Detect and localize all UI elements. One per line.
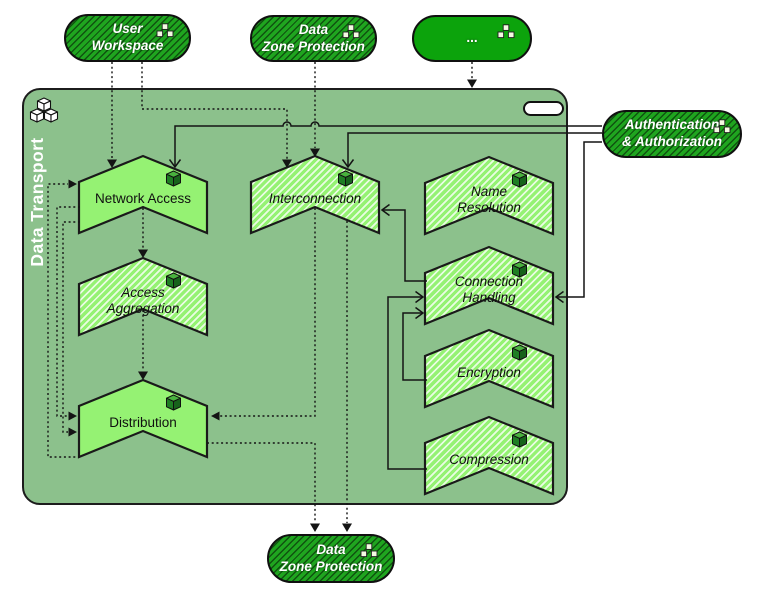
cubes-cluster-icon [29, 97, 59, 123]
cubes-cluster-icon [342, 24, 360, 39]
component-label: Encryption [457, 364, 521, 380]
cubes-cluster-icon [360, 543, 378, 558]
node-label: Zone Protection [262, 38, 365, 54]
node-label: User [112, 21, 143, 37]
node-ellipsis[interactable]: ... [412, 15, 532, 62]
cubes-cluster-icon [713, 119, 731, 134]
component-label: Compression [449, 451, 529, 467]
component-distribution[interactable]: Distribution [77, 378, 209, 459]
cubes-cluster-icon [156, 23, 174, 38]
cubes-cluster-icon [497, 24, 515, 39]
container-slot [523, 101, 564, 116]
node-user-workspace[interactable]: User Workspace [64, 14, 191, 62]
cube-icon [166, 170, 181, 187]
cube-icon [512, 344, 527, 361]
node-label: Data [298, 21, 329, 37]
node-label: ... [466, 30, 478, 46]
cube-icon [166, 272, 181, 289]
node-label: Zone Protection [279, 558, 383, 574]
flow-ellipsis-to-container [467, 62, 477, 88]
component-interconnection[interactable]: Interconnection [249, 154, 381, 235]
node-label: Data [316, 541, 346, 557]
chevron-outline [423, 415, 555, 496]
node-label: & Authorization [622, 134, 722, 149]
component-network-access[interactable]: Network Access [77, 154, 209, 235]
node-label: Authentication [624, 117, 720, 133]
component-label: Interconnection [268, 190, 362, 206]
component-label: Distribution [109, 414, 177, 430]
cube-icon [166, 394, 181, 411]
cube-icon [512, 261, 527, 278]
component-label: Network Access [94, 190, 192, 206]
node-data-zone-protection-bottom[interactable]: Data Zone Protection [267, 534, 395, 583]
cube-icon [512, 171, 527, 188]
component-encryption[interactable]: Encryption [423, 328, 555, 409]
node-label: Workspace [91, 38, 164, 53]
container-title: Data Transport [27, 137, 47, 267]
node-data-zone-protection-top[interactable]: Data Zone Protection [250, 15, 377, 62]
node-authentication-authorization[interactable]: Authentication & Authorization [602, 110, 742, 158]
component-compression[interactable]: Compression [423, 415, 555, 496]
cube-icon [338, 170, 353, 187]
cube-icon [512, 431, 527, 448]
